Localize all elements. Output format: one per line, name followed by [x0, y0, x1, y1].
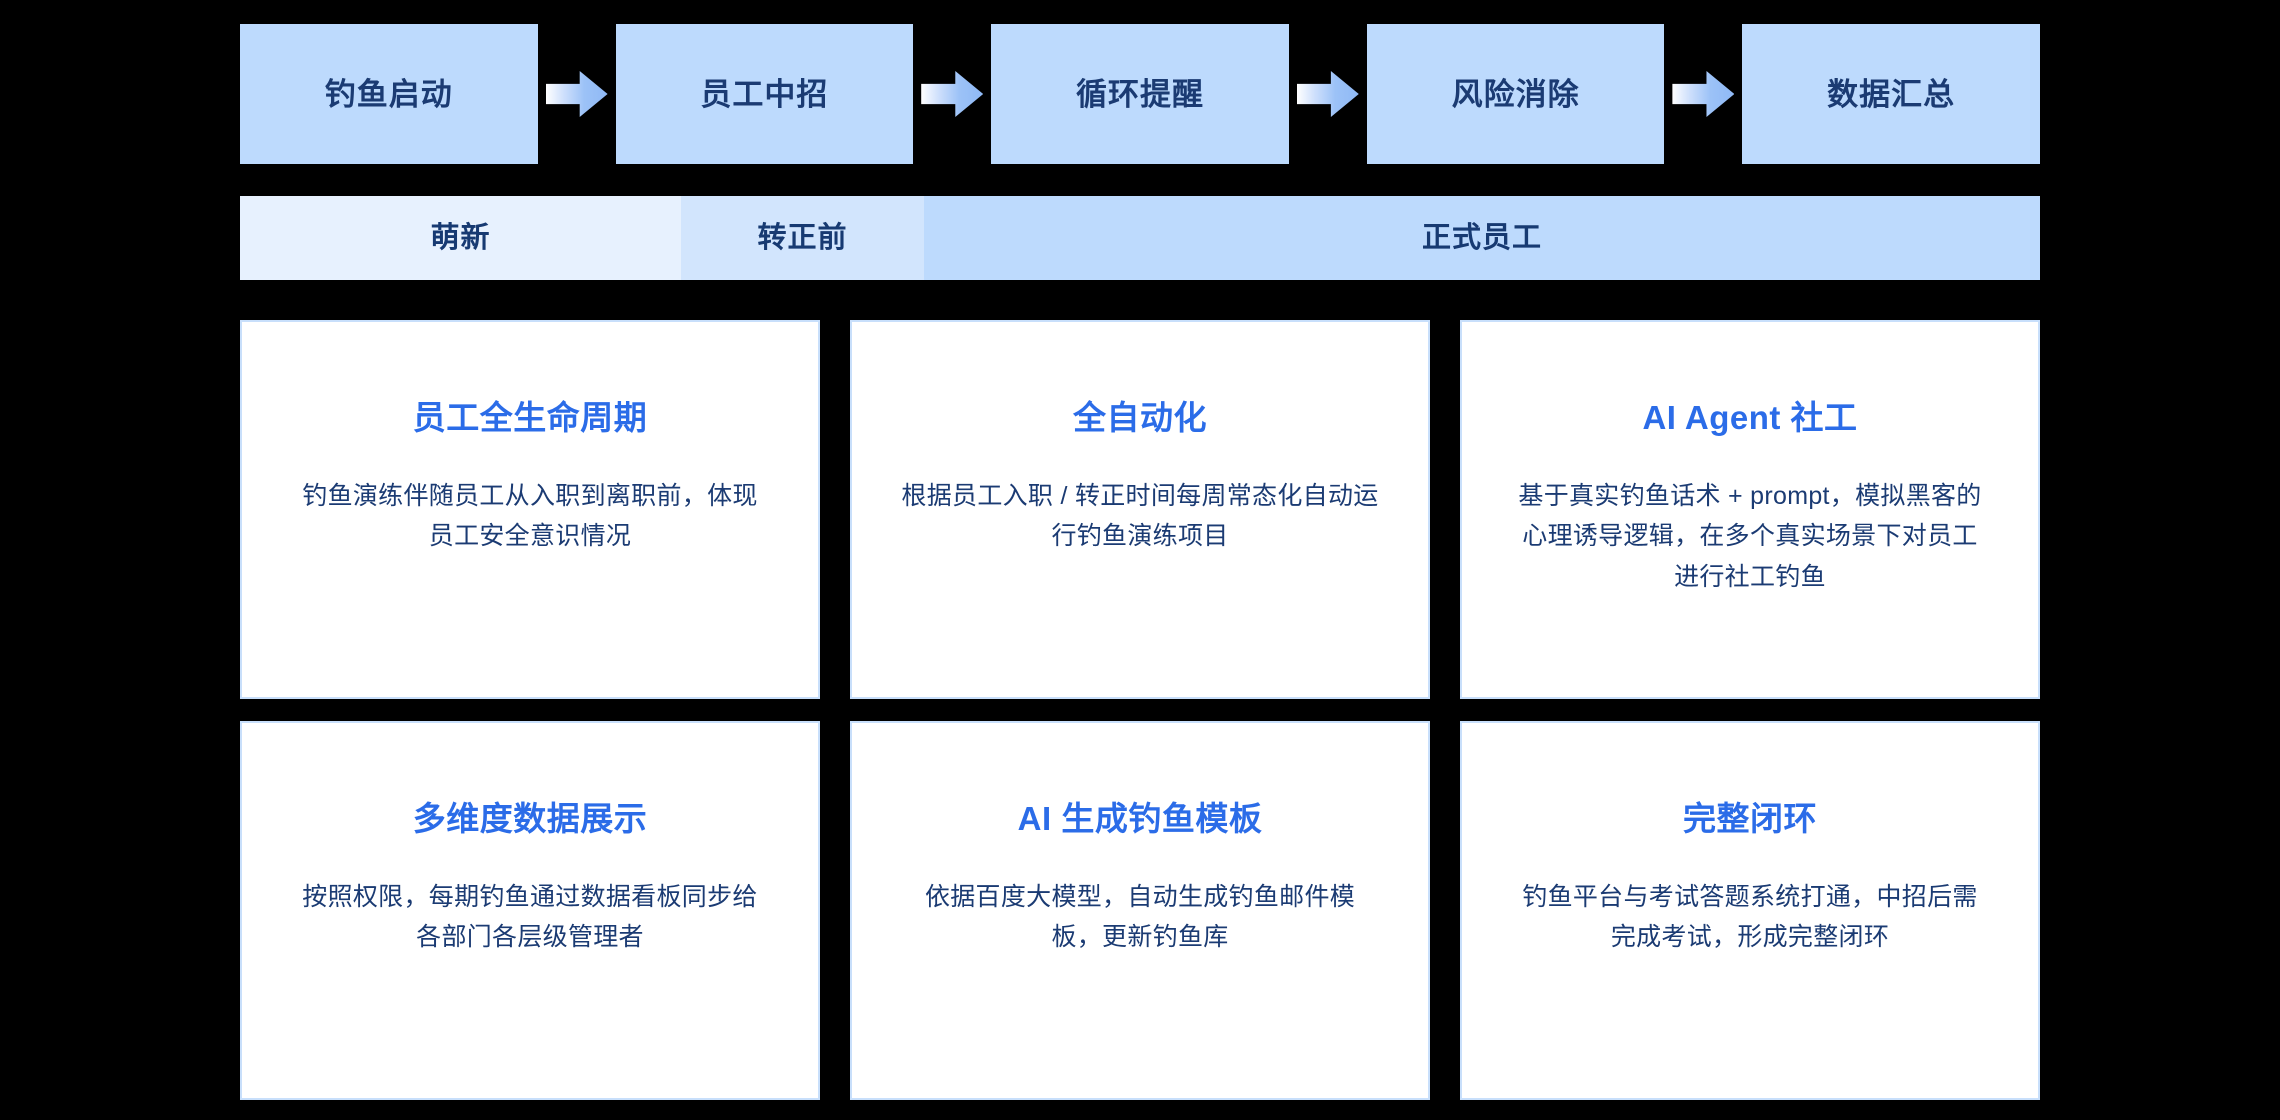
flow-step-label: 风险消除	[1451, 76, 1580, 112]
stage-segment-label: 萌新	[430, 221, 491, 254]
flow-arrow-4	[1664, 24, 1742, 164]
card-description: 基于真实钓鱼话术 + prompt，模拟黑客的心理诱导逻辑，在多个真实场景下对员…	[1518, 481, 1982, 591]
arrow-right-icon	[1296, 71, 1359, 117]
stage-segment-label: 正式员工	[1421, 221, 1542, 254]
flow-step-label: 钓鱼启动	[324, 76, 453, 112]
process-flow: 钓鱼启动 员工中招 循环提醒 风险消除 数据汇总	[240, 24, 2040, 164]
flow-step-5[interactable]: 数据汇总	[1742, 24, 2040, 164]
arrow-right-icon	[545, 71, 608, 117]
card-description: 钓鱼平台与考试答题系统打通，中招后需完成考试，形成完整闭环	[1522, 882, 1978, 952]
feature-card-grid: 员工全生命周期 钓鱼演练伴随员工从入职到离职前，体现员工安全意识情况 全自动化 …	[240, 320, 2040, 1100]
flow-arrow-1	[538, 24, 616, 164]
employee-stage-bar: 萌新 转正前 正式员工	[240, 196, 2040, 280]
card-description: 按照权限，每期钓鱼通过数据看板同步给各部门各层级管理者	[302, 882, 758, 952]
stage-segment-preregular[interactable]: 转正前	[681, 196, 924, 280]
card-title: 多维度数据展示	[412, 800, 648, 837]
card-description: 根据员工入职 / 转正时间每周常态化自动运行钓鱼演练项目	[901, 481, 1379, 551]
feature-card[interactable]: AI Agent 社工 基于真实钓鱼话术 + prompt，模拟黑客的心理诱导逻…	[1460, 320, 2040, 699]
stage-segment-label: 转正前	[757, 221, 848, 254]
flow-step-3[interactable]: 循环提醒	[991, 24, 1289, 164]
card-title: 完整闭环	[1683, 800, 1817, 837]
feature-card[interactable]: AI 生成钓鱼模板 依据百度大模型，自动生成钓鱼邮件模板，更新钓鱼库	[850, 721, 1430, 1100]
card-title: AI Agent 社工	[1642, 399, 1858, 436]
feature-card[interactable]: 员工全生命周期 钓鱼演练伴随员工从入职到离职前，体现员工安全意识情况	[240, 320, 820, 699]
stage-segment-newcomer[interactable]: 萌新	[240, 196, 681, 280]
feature-card[interactable]: 全自动化 根据员工入职 / 转正时间每周常态化自动运行钓鱼演练项目	[850, 320, 1430, 699]
stage-segment-regular[interactable]: 正式员工	[924, 196, 2040, 280]
flow-step-1[interactable]: 钓鱼启动	[240, 24, 538, 164]
card-description: 钓鱼演练伴随员工从入职到离职前，体现员工安全意识情况	[302, 481, 758, 551]
flow-step-label: 数据汇总	[1827, 76, 1956, 112]
feature-card[interactable]: 多维度数据展示 按照权限，每期钓鱼通过数据看板同步给各部门各层级管理者	[240, 721, 820, 1100]
card-title: 员工全生命周期	[412, 399, 648, 436]
flow-step-label: 循环提醒	[1075, 76, 1204, 112]
flow-arrow-3	[1289, 24, 1367, 164]
arrow-right-icon	[1672, 71, 1735, 117]
arrow-right-icon	[921, 71, 984, 117]
flow-step-4[interactable]: 风险消除	[1366, 24, 1665, 164]
flow-step-label: 员工中招	[700, 76, 829, 112]
card-title: 全自动化	[1073, 399, 1207, 436]
card-title: AI 生成钓鱼模板	[1017, 800, 1263, 837]
flow-step-2[interactable]: 员工中招	[615, 24, 914, 164]
card-description: 依据百度大模型，自动生成钓鱼邮件模板，更新钓鱼库	[924, 882, 1356, 952]
flow-arrow-2	[913, 24, 991, 164]
feature-card[interactable]: 完整闭环 钓鱼平台与考试答题系统打通，中招后需完成考试，形成完整闭环	[1460, 721, 2040, 1100]
